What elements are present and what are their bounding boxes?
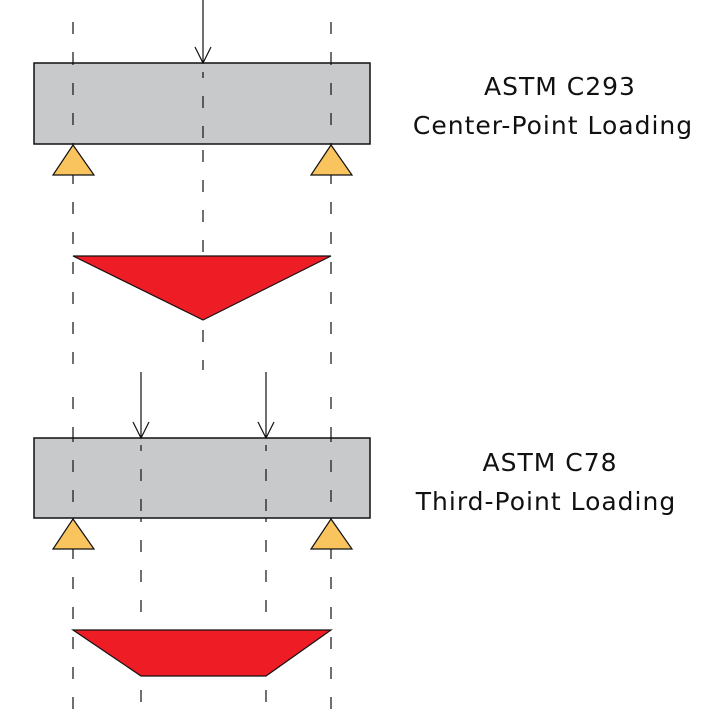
beam-specimen <box>33 62 371 145</box>
bending-moment-diagram <box>71 629 333 677</box>
pin-support-left <box>51 143 96 176</box>
standard-label: ASTM C293 <box>484 72 636 101</box>
bending-moment-diagram <box>72 255 332 321</box>
loading-type-label: Third-Point Loading <box>415 487 676 516</box>
beam-specimen <box>33 437 371 519</box>
loading-type-label: Center-Point Loading <box>413 111 693 140</box>
pin-support-right <box>309 143 354 176</box>
standard-label: ASTM C78 <box>482 448 617 477</box>
load-arrow-left <box>132 372 150 440</box>
pin-support-right <box>309 517 354 550</box>
third-point-loading-group: ASTM C78 Third-Point Loading <box>33 372 676 713</box>
pin-support-left <box>51 517 96 550</box>
load-arrow-right <box>257 372 275 440</box>
center-point-loading-group: ASTM C293 Center-Point Loading <box>33 0 693 370</box>
load-arrow <box>194 0 212 65</box>
